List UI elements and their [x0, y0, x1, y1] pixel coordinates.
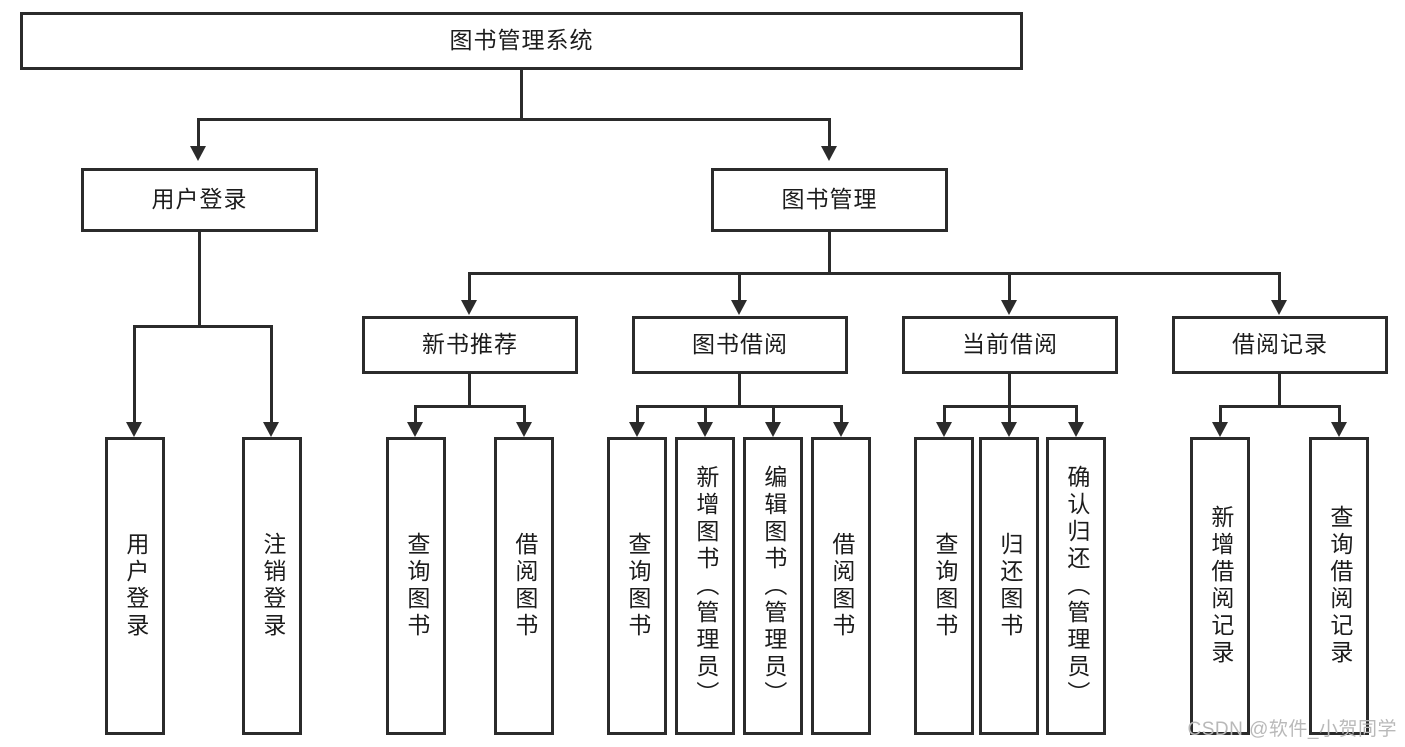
connector-new-book-leaf1: [414, 405, 417, 422]
leaf-current-borrow-confirm-return-admin[interactable]: 确认归还（管理员）: [1046, 437, 1106, 735]
connector-book-borrow-leaf2: [704, 405, 707, 422]
arrowhead-to-new-book: [461, 300, 477, 315]
arrowhead-user-login-leaf2: [263, 422, 279, 437]
arrowhead-to-borrow-record: [1271, 300, 1287, 315]
node-label: 图书管理系统: [449, 27, 594, 54]
arrowhead-to-book-borrow: [731, 300, 747, 315]
leaf-book-borrow-query-book[interactable]: 查询图书: [607, 437, 667, 735]
connector-current-borrow-leaf3: [1075, 405, 1078, 422]
node-label: 用户登录: [151, 186, 248, 213]
node-label: 用户登录: [122, 532, 149, 640]
arrowhead-book-borrow-leaf1: [629, 422, 645, 437]
connector-book-management-trunk: [828, 232, 831, 272]
connector-user-login-bus: [133, 325, 270, 328]
arrowhead-current-borrow-leaf1: [936, 422, 952, 437]
leaf-current-borrow-query-book[interactable]: 查询图书: [914, 437, 974, 735]
connector-borrow-record-trunk: [1278, 374, 1281, 405]
node-label: 查询图书: [624, 532, 651, 640]
node-label: 注销登录: [259, 532, 286, 640]
arrowhead-new-book-leaf1: [407, 422, 423, 437]
connector-to-book-borrow: [738, 272, 741, 302]
arrowhead-user-login-leaf1: [126, 422, 142, 437]
leaf-borrow-record-query-record[interactable]: 查询借阅记录: [1309, 437, 1369, 735]
connector-to-current-borrow: [1008, 272, 1011, 302]
connector-current-borrow-trunk: [1008, 374, 1011, 405]
node-label: 归还图书: [996, 532, 1023, 640]
leaf-book-borrow-edit-book-admin[interactable]: 编辑图书（管理员）: [743, 437, 803, 735]
arrowhead-to-book-management: [821, 146, 837, 161]
connector-borrow-record-leaf1: [1219, 405, 1222, 422]
connector-book-borrow-leaf4: [840, 405, 843, 422]
connector-new-book-leaf2: [523, 405, 526, 422]
node-label: 查询图书: [403, 532, 430, 640]
connector-level2-bus: [197, 118, 831, 121]
node-new-book-recommend[interactable]: 新书推荐: [362, 316, 578, 374]
leaf-new-book-borrow-book[interactable]: 借阅图书: [494, 437, 554, 735]
node-label: 图书管理: [781, 186, 878, 213]
node-label: 借阅图书: [828, 532, 855, 640]
connector-book-borrow-leaf1: [636, 405, 639, 422]
arrowhead-to-current-borrow: [1001, 300, 1017, 315]
connector-current-borrow-leaf1: [943, 405, 946, 422]
connector-book-borrow-bus: [636, 405, 842, 408]
node-root-book-management-system[interactable]: 图书管理系统: [20, 12, 1023, 70]
node-user-login[interactable]: 用户登录: [81, 168, 318, 232]
leaf-book-borrow-borrow-book[interactable]: 借阅图书: [811, 437, 871, 735]
arrowhead-book-borrow-leaf4: [833, 422, 849, 437]
node-label: 借阅记录: [1232, 331, 1328, 358]
connector-borrow-record-bus: [1219, 405, 1341, 408]
connector-current-borrow-leaf2: [1008, 405, 1011, 422]
arrowhead-borrow-record-leaf2: [1331, 422, 1347, 437]
connector-to-user-login: [197, 118, 200, 146]
node-book-management[interactable]: 图书管理: [711, 168, 948, 232]
node-label: 新增图书（管理员）: [692, 464, 719, 708]
node-label: 查询借阅记录: [1326, 505, 1353, 667]
connector-book-borrow-trunk: [738, 374, 741, 405]
connector-to-new-book: [468, 272, 471, 302]
leaf-book-borrow-add-book-admin[interactable]: 新增图书（管理员）: [675, 437, 735, 735]
connector-to-borrow-record: [1278, 272, 1281, 302]
node-borrow-record[interactable]: 借阅记录: [1172, 316, 1388, 374]
leaf-user-login-logout[interactable]: 注销登录: [242, 437, 302, 735]
node-label: 当前借阅: [962, 331, 1058, 358]
connector-to-book-management: [828, 118, 831, 146]
node-label: 新增借阅记录: [1207, 505, 1234, 667]
connector-level3-bus: [468, 272, 1281, 275]
leaf-new-book-query-book[interactable]: 查询图书: [386, 437, 446, 735]
node-current-borrow[interactable]: 当前借阅: [902, 316, 1118, 374]
arrowhead-book-borrow-leaf3: [765, 422, 781, 437]
connector-new-book-trunk: [468, 374, 471, 405]
node-label: 图书借阅: [692, 331, 788, 358]
node-label: 查询图书: [931, 532, 958, 640]
arrowhead-to-user-login: [190, 146, 206, 161]
connector-book-borrow-leaf3: [772, 405, 775, 422]
connector-user-login-leaf1: [133, 325, 136, 422]
connector-user-login-leaf2: [270, 325, 273, 422]
node-label: 确认归还（管理员）: [1063, 464, 1090, 708]
node-label: 新书推荐: [422, 331, 518, 358]
leaf-current-borrow-return-book[interactable]: 归还图书: [979, 437, 1039, 735]
leaf-user-login-login[interactable]: 用户登录: [105, 437, 165, 735]
connector-new-book-bus: [414, 405, 526, 408]
node-book-borrow[interactable]: 图书借阅: [632, 316, 848, 374]
leaf-borrow-record-add-record[interactable]: 新增借阅记录: [1190, 437, 1250, 735]
connector-borrow-record-leaf2: [1338, 405, 1341, 422]
arrowhead-new-book-leaf2: [516, 422, 532, 437]
node-label: 借阅图书: [511, 532, 538, 640]
arrowhead-borrow-record-leaf1: [1212, 422, 1228, 437]
connector-root-trunk: [520, 70, 523, 118]
connector-user-login-trunk: [198, 232, 201, 325]
arrowhead-current-borrow-leaf2: [1001, 422, 1017, 437]
arrowhead-book-borrow-leaf2: [697, 422, 713, 437]
arrowhead-current-borrow-leaf3: [1068, 422, 1084, 437]
node-label: 编辑图书（管理员）: [760, 464, 787, 708]
